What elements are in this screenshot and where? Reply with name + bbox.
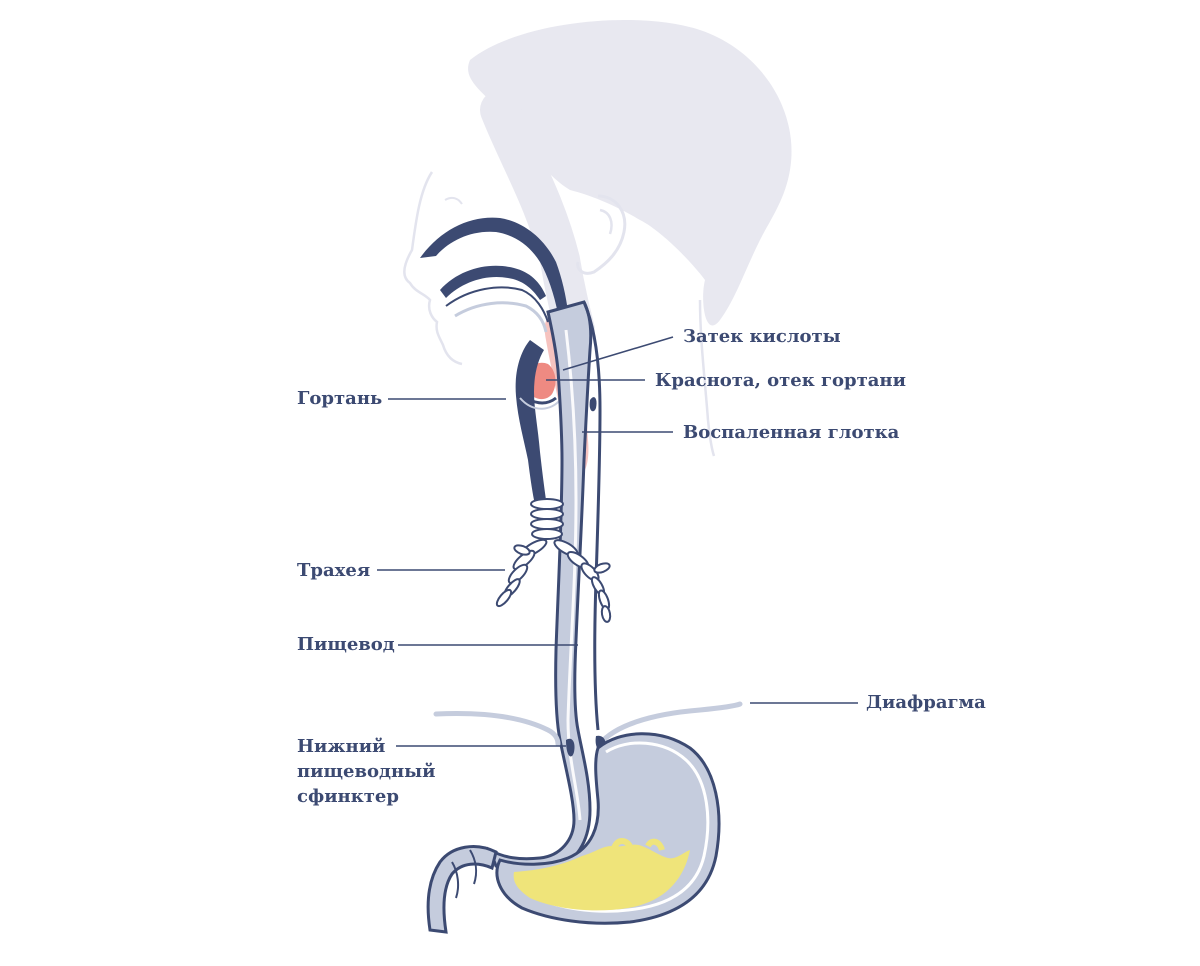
palate bbox=[440, 265, 546, 300]
label-larynx: Гортань bbox=[297, 388, 383, 409]
label-esophagus: Пищевод bbox=[297, 634, 395, 655]
nasal-cavity bbox=[420, 217, 568, 314]
left-bronchus bbox=[495, 538, 548, 608]
label-larynx-redness: Краснота, отек гортани bbox=[655, 370, 906, 391]
duodenum bbox=[426, 845, 498, 934]
label-sphincter-line2: пищеводный bbox=[297, 761, 436, 782]
label-diaphragm: Диафрагма bbox=[866, 692, 986, 713]
label-inflamed-pharynx: Воспаленная глотка bbox=[683, 422, 900, 443]
label-trachea: Трахея bbox=[297, 560, 371, 581]
larynx bbox=[515, 340, 546, 500]
trachea-rings bbox=[530, 498, 564, 540]
stomach-acid bbox=[513, 844, 690, 911]
label-sphincter-line3: сфинктер bbox=[297, 786, 399, 807]
leader-acid-leak bbox=[562, 336, 674, 371]
right-bronchus bbox=[553, 539, 612, 623]
diaphragm bbox=[433, 701, 743, 747]
label-sphincter-line1: Нижний bbox=[297, 736, 386, 757]
label-acid-leak: Затек кислоты bbox=[683, 326, 841, 347]
leader-lines bbox=[377, 336, 858, 747]
